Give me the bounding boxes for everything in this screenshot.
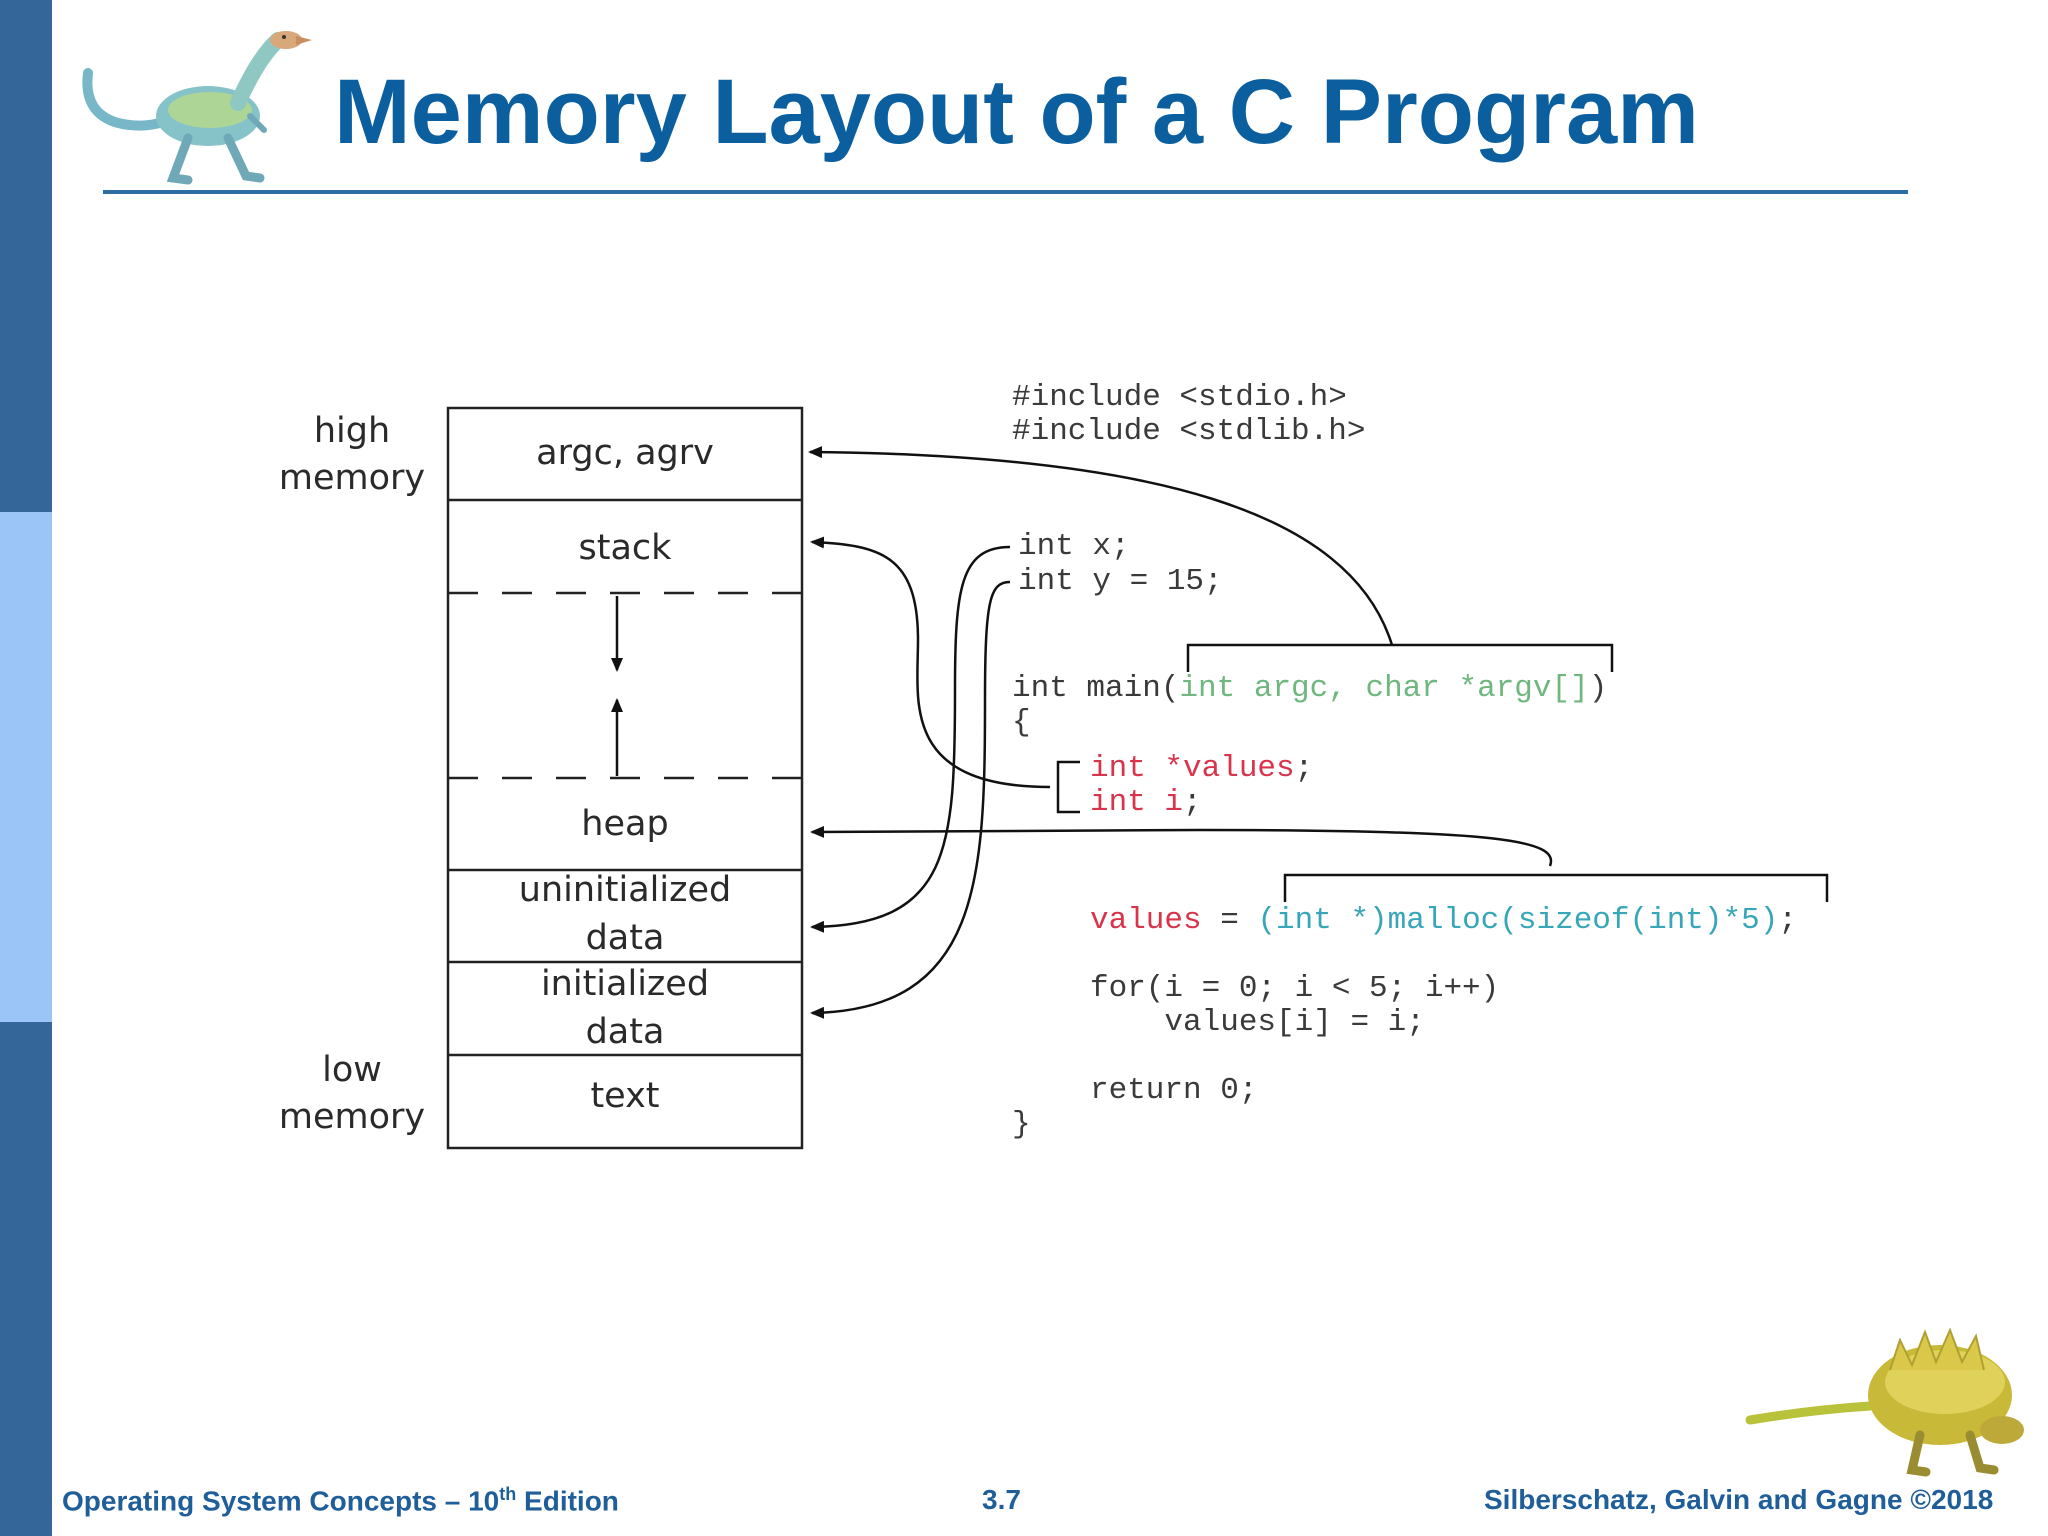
code-local-i: int i; [1090,785,1202,820]
code-malloc-line: values = (int *)malloc(sizeof(int)*5); [1090,903,1797,938]
code-main-params: int argc, char *argv[] [1179,671,1589,706]
code-include-stdio: #include <stdio.h> [1012,380,1347,415]
code-brace-open: { [1012,705,1031,740]
footer-book-title: Operating System Concepts – 10th Edition [62,1484,619,1517]
sidebar-stripe [0,0,52,1536]
sidebar-dark-bottom [0,1022,52,1536]
page-title: Memory Layout of a C Program [334,61,1699,163]
high-memory-label: high memory [278,411,426,498]
footer-authors: Silberschatz, Galvin and Gagne ©2018 [1484,1484,1994,1515]
stack-heap-boundaries [448,591,802,780]
code-return: return 0; [1090,1073,1258,1108]
dinosaur-logo-icon [82,31,312,185]
code-main-signature: int main(int argc, char *argv[]) [1012,671,1608,706]
code-local-values: int *values; [1090,751,1314,786]
segment-uninitialized-data: uninitialized data [518,870,732,958]
title-divider [103,190,1908,194]
code-global-y: int y = 15; [1018,564,1223,599]
low-memory-label: low memory [278,1050,426,1137]
dinosaur-mascot-icon [1745,1327,2024,1477]
segment-initialized-data: initialized data [540,964,710,1052]
code-brackets [1056,643,1829,902]
segment-heap: heap [581,804,669,844]
code-to-segment-arrows [808,446,1553,1019]
code-for-body: values[i] = i; [1090,1005,1425,1040]
segment-argv: argc, agrv [536,433,714,473]
code-brace-close: } [1012,1107,1031,1142]
sidebar-light-middle [0,512,52,1022]
segment-stack: stack [578,528,672,568]
code-global-x: int x; [1018,529,1130,564]
segment-text: text [590,1076,660,1116]
code-include-stdlib: #include <stdlib.h> [1012,414,1366,449]
footer-page-number: 3.7 [982,1484,1021,1515]
sidebar-dark-top [0,0,52,512]
code-for-loop: for(i = 0; i < 5; i++) [1090,971,1500,1006]
